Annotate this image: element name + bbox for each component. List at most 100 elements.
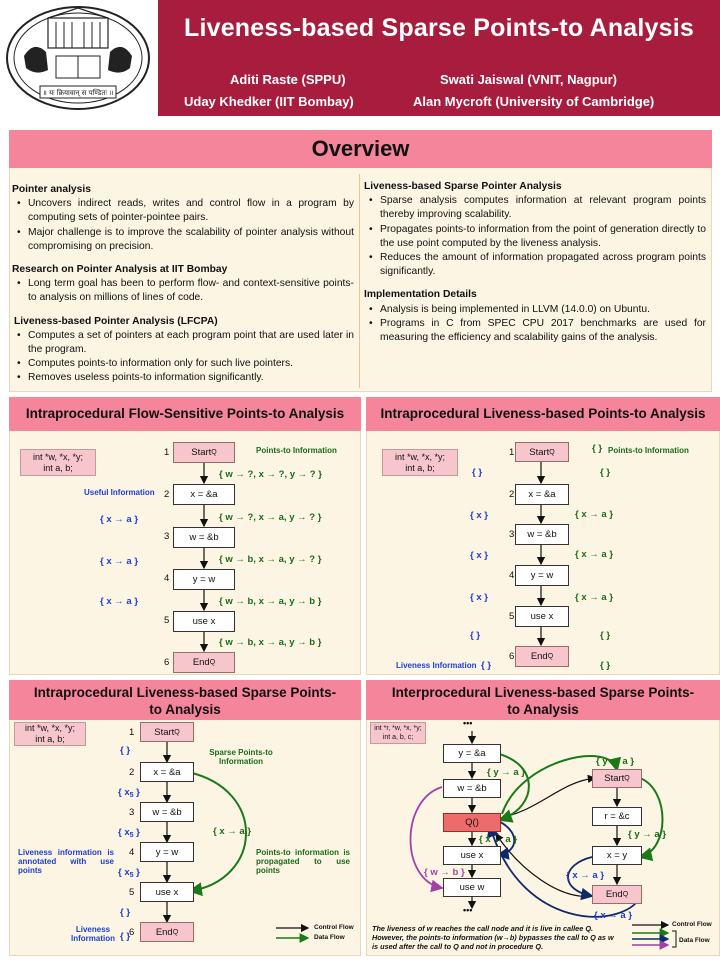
- node-number: 4: [129, 847, 135, 858]
- author-3: Uday Khedker (IIT Bombay): [184, 94, 354, 109]
- ellipsis-bottom: •••: [463, 905, 473, 915]
- ov-bullet: Removes useless points-to information si…: [12, 371, 354, 385]
- node-number: 5: [164, 615, 170, 626]
- overview-title: Overview: [9, 130, 712, 168]
- ov-heading: Liveness-based Pointer Analysis (LFCPA): [14, 315, 218, 327]
- data-flow-label: { y → a }: [628, 829, 667, 840]
- node-number: 4: [164, 573, 170, 584]
- ov-bullet: Computes points-to information only for …: [12, 357, 354, 371]
- statement-node: x = &a: [140, 762, 194, 782]
- node-number: 2: [164, 489, 170, 500]
- node-number: 3: [509, 529, 515, 540]
- statement-node: x = &a: [515, 484, 569, 505]
- points-to-set: { w → ?, x → ?, y → ? }: [219, 469, 322, 480]
- sec4-declaration: int *r, *w, *x, *y;int a, b, c;: [370, 722, 426, 744]
- node-number: 1: [164, 447, 170, 458]
- node-number: 3: [129, 807, 135, 818]
- data-flow-label: { w → b }: [424, 867, 465, 878]
- sec4-title: Interprocedural Liveness-based Sparse Po…: [366, 680, 720, 720]
- node-number: 1: [509, 447, 515, 458]
- statement-node: y = w: [515, 565, 569, 586]
- ov-bullet: Programs in C from SPEC CPU 2017 benchma…: [364, 317, 706, 345]
- liveness-set: { x }: [470, 510, 488, 521]
- sec2-declaration: int *w, *x, *y;int a, b;: [382, 449, 458, 476]
- legend-control-flow: Control Flow: [314, 924, 354, 931]
- liveness-set: { x5 }: [118, 787, 140, 799]
- ov-bullet: Sparse analysis computes information at …: [364, 194, 706, 222]
- ov-heading: Pointer analysis: [12, 184, 91, 195]
- statement-node: use x: [515, 606, 569, 627]
- node-number: 6: [509, 651, 515, 662]
- points-to-set: { x → a }: [575, 592, 614, 603]
- sec1-declaration: int *w, *x, *y;int a, b;: [20, 449, 96, 476]
- points-to-set: { x → a }: [575, 509, 614, 520]
- statement-node: y = w: [173, 569, 235, 590]
- node-number: 5: [129, 887, 135, 898]
- points-to-set: { }: [600, 660, 611, 671]
- data-flow-label: { y → a }: [596, 756, 635, 767]
- call-node: Q(): [443, 813, 501, 832]
- points-to-set: { w → b, x → a, y → b }: [219, 637, 322, 648]
- statement-node: w = &b: [443, 779, 501, 798]
- author-2: Swati Jaiswal (VNIT, Nagpur): [440, 72, 617, 87]
- data-flow-label: { x → a }: [594, 910, 633, 921]
- node-number: 6: [164, 657, 170, 668]
- statement-node: use x: [443, 846, 501, 865]
- author-4: Alan Mycroft (University of Cambridge): [413, 94, 655, 109]
- points-to-set: { w → b, x → a, y → ? }: [219, 554, 322, 565]
- note-points-to-propagation: Points-to information is propagated to u…: [256, 848, 350, 875]
- ov-bullet: Reduces the amount of information propag…: [364, 251, 706, 279]
- useful-set: { x → a }: [100, 514, 139, 525]
- poster-title: Liveness-based Sparse Points-to Analysis: [183, 14, 695, 42]
- data-flow-label: { x → a }: [479, 834, 518, 845]
- liveness-set: { }: [481, 660, 492, 671]
- sec2-title: Intraprocedural Liveness-based Points-to…: [366, 397, 720, 431]
- node-number: 1: [129, 727, 135, 738]
- ov-bullet: Uncovers indirect reads, writes and cont…: [12, 197, 354, 225]
- liveness-set: { x }: [470, 550, 488, 561]
- ov-heading: Liveness-based Sparse Pointer Analysis: [364, 181, 562, 192]
- data-flow-label: { x → a }: [213, 826, 252, 837]
- node-number: 2: [509, 489, 515, 500]
- points-to-set: { }: [600, 467, 611, 478]
- liveness-set: { }: [472, 467, 483, 478]
- ov-bullet: Long term goal has been to perform flow-…: [12, 277, 354, 305]
- useful-info-label: Useful Information: [84, 488, 155, 497]
- ov-bullet: Major challenge is to improve the scalab…: [12, 226, 354, 254]
- ov-bullet: Analysis is being implemented in LLVM (1…: [364, 303, 706, 317]
- statement-node: y = w: [140, 842, 194, 862]
- liveness-set: { x }: [470, 592, 488, 603]
- statement-node: r = &c: [592, 807, 642, 826]
- liveness-info-label: Liveness Information: [71, 925, 115, 943]
- node-number: 4: [509, 570, 515, 581]
- points-to-set: { w → b, x → a, y → b }: [219, 596, 322, 607]
- sec1-title: Intraprocedural Flow-Sensitive Points-to…: [9, 397, 361, 431]
- overview-divider: [359, 174, 360, 388]
- points-to-set: { }: [592, 443, 603, 454]
- points-to-label: Points-to Information: [608, 446, 689, 455]
- points-to-label: Points-to Information: [256, 446, 337, 455]
- liveness-set: { x5 }: [118, 827, 140, 839]
- overview-left-column: Pointer analysis Uncovers indirect reads…: [12, 183, 354, 386]
- ov-heading: Research on Pointer Analysis at IIT Bomb…: [12, 264, 228, 276]
- liveness-set: { }: [120, 907, 131, 918]
- legend-control-flow: Control Flow: [672, 921, 712, 928]
- data-flow-label: { y → a }: [487, 767, 526, 778]
- statement-node: x = y: [592, 846, 642, 865]
- statement-node: w = &b: [173, 527, 235, 548]
- statement-node: use x: [140, 882, 194, 902]
- overview-right-column: Liveness-based Sparse Pointer Analysis S…: [364, 180, 706, 345]
- points-to-set: { x → a }: [575, 549, 614, 560]
- sec3-declaration: int *w, *x, *y;int a, b;: [14, 722, 86, 746]
- ov-bullet: Computes a set of pointers at each progr…: [12, 329, 354, 357]
- sec3-title: Intraprocedural Liveness-based Sparse Po…: [9, 680, 361, 720]
- liveness-set: { }: [470, 630, 481, 641]
- university-logo: ॥ यः क्रियावान् स पण्डितः ॥: [4, 4, 152, 112]
- data-flow-label: { x → a }: [566, 870, 605, 881]
- statement-node: y = &a: [443, 744, 501, 763]
- liveness-set: { x5 }: [118, 867, 140, 879]
- ov-bullet: Propagates points-to information from th…: [364, 223, 706, 251]
